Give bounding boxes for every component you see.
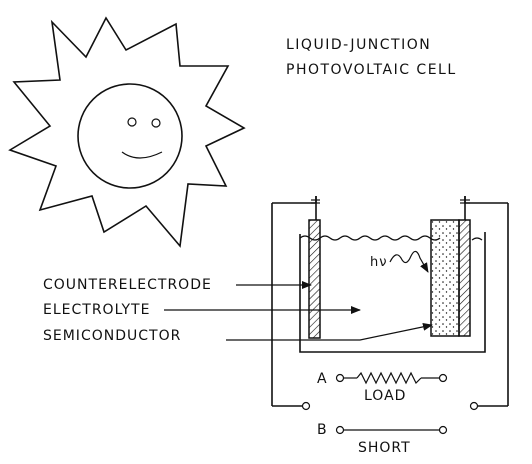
counterelectrode [308,196,321,339]
short-label: SHORT [358,440,411,456]
resistor-icon [356,371,422,385]
sun-smile [121,151,163,159]
short-branch: B SHORT [317,422,448,456]
outer-circuit [271,196,509,411]
sun-icon [8,16,246,248]
a-label: A [317,371,328,387]
counterelectrode-label: COUNTERELECTRODE [43,277,212,293]
sun-right-eye [151,118,161,128]
title-line1: LIQUID-JUNCTION [286,37,431,53]
light-label: hν [370,255,388,270]
light-arrow [389,250,429,273]
title-line2: PHOTOVOLTAIC CELL [286,62,457,78]
sun-left-eye [127,117,137,127]
semiconductor [430,196,471,337]
electrolyte-container [299,232,486,353]
sun-face [77,83,183,189]
b-label: B [317,422,328,438]
electrolyte-surface [299,235,441,241]
load-label: LOAD [364,388,406,404]
electrolyte-label: ELECTROLYTE [43,302,150,318]
semiconductor-label: SEMICONDUCTOR [43,328,181,344]
load-branch: A LOAD [317,371,448,404]
